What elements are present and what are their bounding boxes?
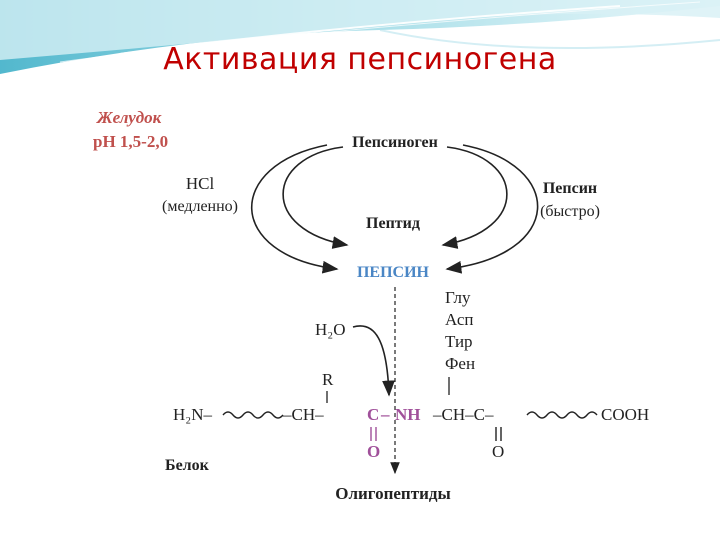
side-chain-r: R: [322, 370, 334, 389]
amide-nh: NH: [395, 405, 421, 424]
pepsinogen-activation-diagram: Желудок pH 1,5-2,0 Пепсиноген HCl (медле…: [93, 108, 649, 503]
pepsin-arrow-to-pepsin: [445, 144, 539, 274]
amino-acid-asp: Асп: [445, 310, 474, 329]
stomach-label: Желудок: [96, 108, 162, 127]
oxygen-right: O: [492, 442, 504, 461]
hydrolysis-arrow: [352, 325, 395, 397]
amino-acid-glu: Глу: [445, 288, 471, 307]
amino-acid-phe: Фен: [445, 354, 475, 373]
pepsin-catalyst-label: Пепсин: [543, 180, 597, 197]
carbonyl-carbon-cleaved: C: [367, 405, 379, 424]
chain-wave-left: [222, 411, 284, 419]
ch-left: –CH–: [282, 405, 324, 424]
hcl-rate-label: (медленно): [162, 198, 238, 215]
cleaved-peptide-bond: –: [380, 405, 390, 424]
n-terminus: H₂N–: [173, 405, 212, 424]
pepsinogen-label: Пепсиноген: [352, 134, 438, 151]
pepsin-product-label: ПЕПСИН: [357, 264, 430, 281]
pepsin-rate-label: (быстро): [540, 203, 600, 220]
water-label: H₂O: [315, 320, 345, 339]
ch-right: –CH–C–: [432, 405, 494, 424]
protein-label: Белок: [165, 457, 210, 474]
hcl-arrow-to-pepsin: [250, 144, 339, 274]
chain-wave-right: [526, 411, 598, 419]
oxygen-left: O: [367, 442, 380, 461]
slide-title: Активация пепсиногена: [163, 42, 557, 77]
ph-label: pH 1,5-2,0: [93, 132, 168, 151]
c-terminus: COOH: [601, 405, 649, 424]
header-wave-decoration: [0, 0, 720, 74]
peptide-label: Пептид: [366, 215, 420, 232]
hcl-arrow-to-peptide: [282, 146, 349, 249]
amino-acid-tyr: Тир: [445, 332, 473, 351]
oligopeptides-label: Олигопептиды: [335, 484, 451, 503]
pepsin-arrow-to-peptide: [441, 146, 508, 249]
hcl-label: HCl: [186, 174, 215, 193]
